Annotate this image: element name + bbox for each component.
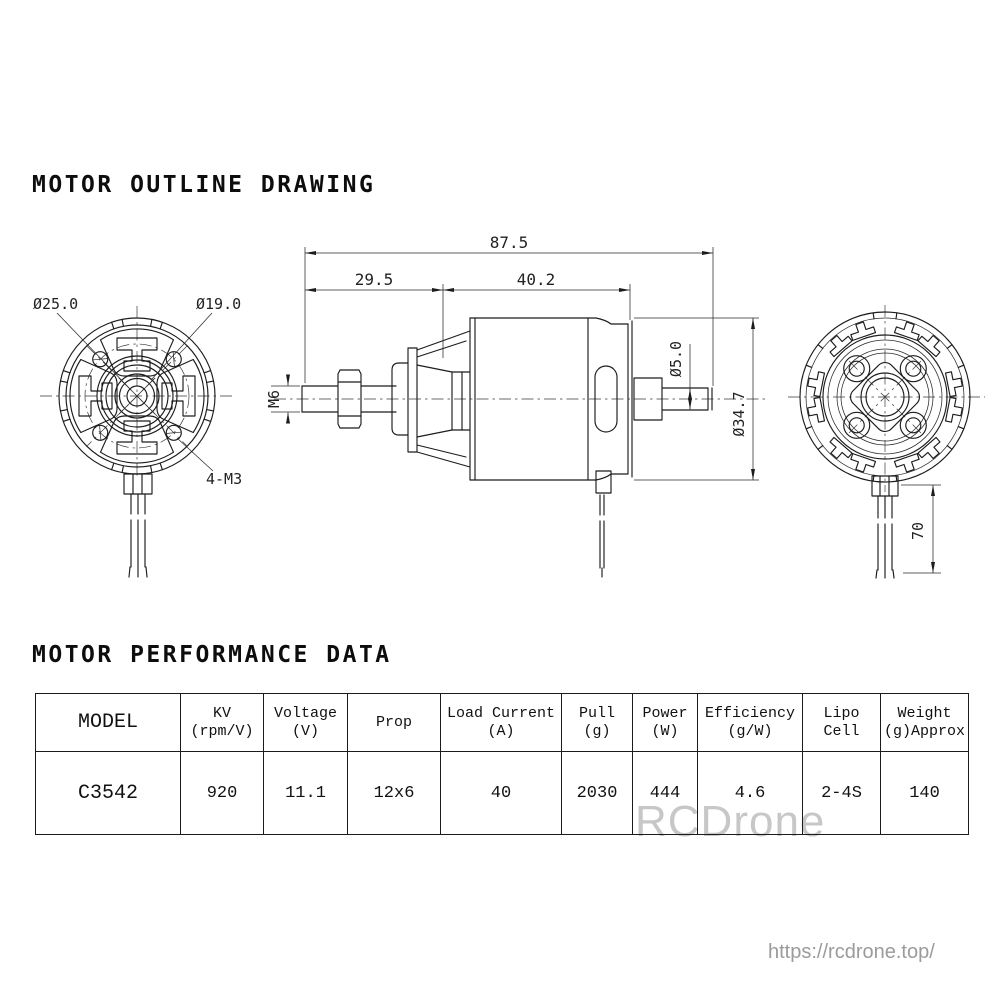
table-header-row: MODEL KV(rpm/V) Voltage(V) Prop Load Cur… <box>35 693 969 752</box>
hub-screw-lobes <box>843 355 927 439</box>
side-wire <box>599 494 605 578</box>
col-header-load-current: Load Current(A) <box>440 693 562 752</box>
prop-nut <box>337 369 362 429</box>
cell-voltage: 11.1 <box>263 751 348 835</box>
performance-table: MODEL KV(rpm/V) Voltage(V) Prop Load Cur… <box>35 693 969 835</box>
watermark-url: https://rcdrone.top/ <box>768 941 935 963</box>
dim-front-outer-diameter: Ø25.0 <box>33 295 78 313</box>
dim-front-mount-holes: 4-M3 <box>206 470 242 488</box>
front-wire-connector <box>123 473 153 495</box>
rear-view: 70 <box>788 305 985 579</box>
col-header-weight: Weight(g)Approx <box>880 693 969 752</box>
cell-efficiency: 4.6 <box>697 751 803 835</box>
col-header-power: Power(W) <box>632 693 698 752</box>
front-wires <box>128 493 148 578</box>
cooling-slot <box>594 365 618 433</box>
motor-body <box>469 317 633 481</box>
col-header-pull: Pull(g) <box>561 693 633 752</box>
cell-prop: 12x6 <box>347 751 441 835</box>
dim-front-inner-diameter: Ø19.0 <box>196 295 241 313</box>
stator-teeth <box>807 321 963 473</box>
rear-collar <box>633 377 663 421</box>
cell-load-current: 40 <box>440 751 562 835</box>
cell-kv: 920 <box>180 751 264 835</box>
col-header-voltage: Voltage(V) <box>263 693 348 752</box>
dim-wire-length: 70 <box>909 522 927 540</box>
side-view: 87.5 29.5 40.2 M6 Ø5.0 Ø34.7 <box>265 233 766 578</box>
outline-drawing-title: MOTOR OUTLINE DRAWING <box>32 172 376 198</box>
performance-data-title: MOTOR PERFORMANCE DATA <box>32 642 392 668</box>
cell-model: C3542 <box>35 751 181 835</box>
table-data-row: C3542 920 11.1 12x6 40 2030 444 4.6 2-4S… <box>35 751 969 835</box>
cell-pull: 2030 <box>561 751 633 835</box>
col-header-kv: KV(rpm/V) <box>180 693 264 752</box>
col-header-model: MODEL <box>35 693 181 752</box>
col-header-prop: Prop <box>347 693 441 752</box>
cell-power: 444 <box>632 751 698 835</box>
prop-adapter <box>391 362 409 436</box>
cell-lipo-cell: 2-4S <box>802 751 881 835</box>
cell-weight: 140 <box>880 751 969 835</box>
dim-body-diameter: Ø34.7 <box>730 391 748 436</box>
mount-holes <box>92 351 182 441</box>
dim-front-length: 29.5 <box>355 270 394 289</box>
col-header-efficiency: Efficiency(g/W) <box>697 693 803 752</box>
dim-overall-length: 87.5 <box>490 233 529 252</box>
dim-body-length: 40.2 <box>517 270 556 289</box>
front-view: Ø25.0 Ø19.0 4-M3 <box>33 295 242 578</box>
side-wire-connector <box>595 470 612 494</box>
dim-rear-shaft-diameter: Ø5.0 <box>667 341 685 377</box>
dim-shaft-thread: M6 <box>265 390 283 408</box>
rear-wires <box>875 495 895 579</box>
